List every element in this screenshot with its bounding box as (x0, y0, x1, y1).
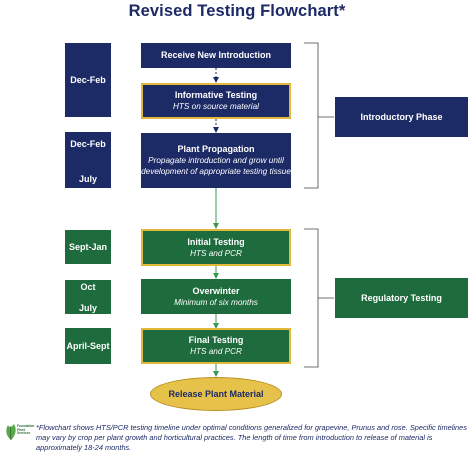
step-final-testing: Final Testing HTS and PCR (141, 328, 291, 364)
bracket-regulatory (304, 228, 334, 368)
date-dec-feb-july: Dec-Feb July (65, 132, 111, 188)
date-april-sept: April-Sept (65, 328, 111, 364)
step-informative-testing: Informative Testing HTS on source materi… (141, 83, 291, 119)
step-initial-testing: Initial Testing HTS and PCR (141, 229, 291, 266)
phase-introductory: Introductory Phase (335, 97, 468, 137)
step-plant-propagation: Plant Propagation Propagate introduction… (141, 133, 291, 188)
footnote: *Flowchart shows HTS/PCR testing timelin… (36, 423, 467, 452)
foundation-plant-services-logo: Foundation Plant Services (4, 420, 34, 452)
step-receive-new-introduction: Receive New Introduction (141, 43, 291, 68)
step-release-plant-material: Release Plant Material (150, 377, 282, 411)
bracket-introductory (304, 42, 334, 189)
phase-regulatory-testing: Regulatory Testing (335, 278, 468, 318)
date-dec-feb: Dec-Feb (65, 43, 111, 117)
page-title: Revised Testing Flowchart* (128, 2, 346, 20)
step-overwinter: Overwinter Minimum of six months (141, 279, 291, 314)
date-sept-jan: Sept-Jan (65, 230, 111, 264)
leaf-icon (6, 424, 16, 441)
date-oct-july: Oct July (65, 280, 111, 314)
